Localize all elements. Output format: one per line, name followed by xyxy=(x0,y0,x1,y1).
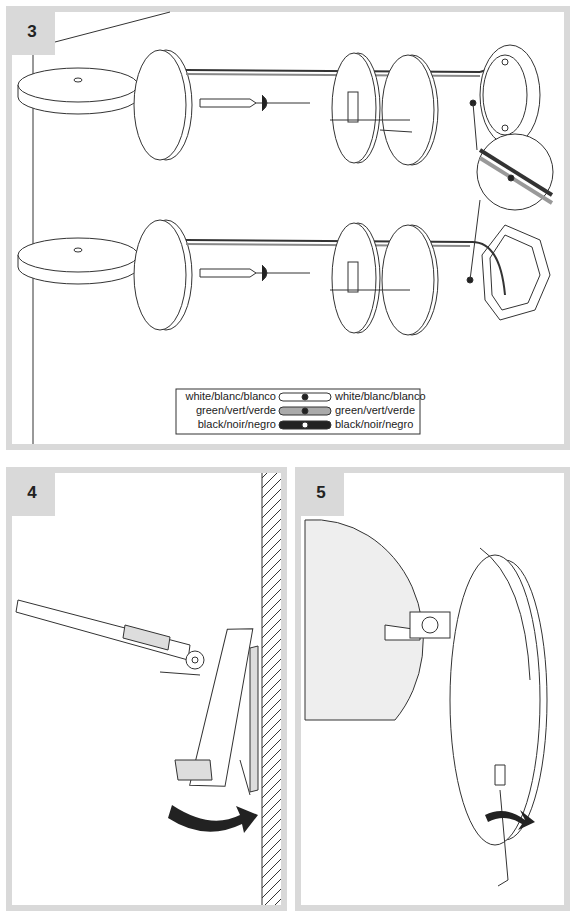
legend-text: green/vert/verde xyxy=(196,404,276,417)
step-number-box: 5 xyxy=(298,470,344,516)
step-number: 3 xyxy=(27,22,36,42)
step-number: 4 xyxy=(27,483,36,503)
step-number-box: 3 xyxy=(9,9,55,55)
step-number-box: 4 xyxy=(9,470,55,516)
wire-color-label: black/noir/negro xyxy=(335,418,413,431)
wire-color-label: white/blanc/blanco xyxy=(335,390,426,403)
legend-text: black/noir/negro xyxy=(198,418,276,431)
legend-text: white/blanc/blanco xyxy=(185,390,276,403)
step-number: 5 xyxy=(316,483,325,503)
wire-color-label: green/vert/verde xyxy=(335,404,415,417)
